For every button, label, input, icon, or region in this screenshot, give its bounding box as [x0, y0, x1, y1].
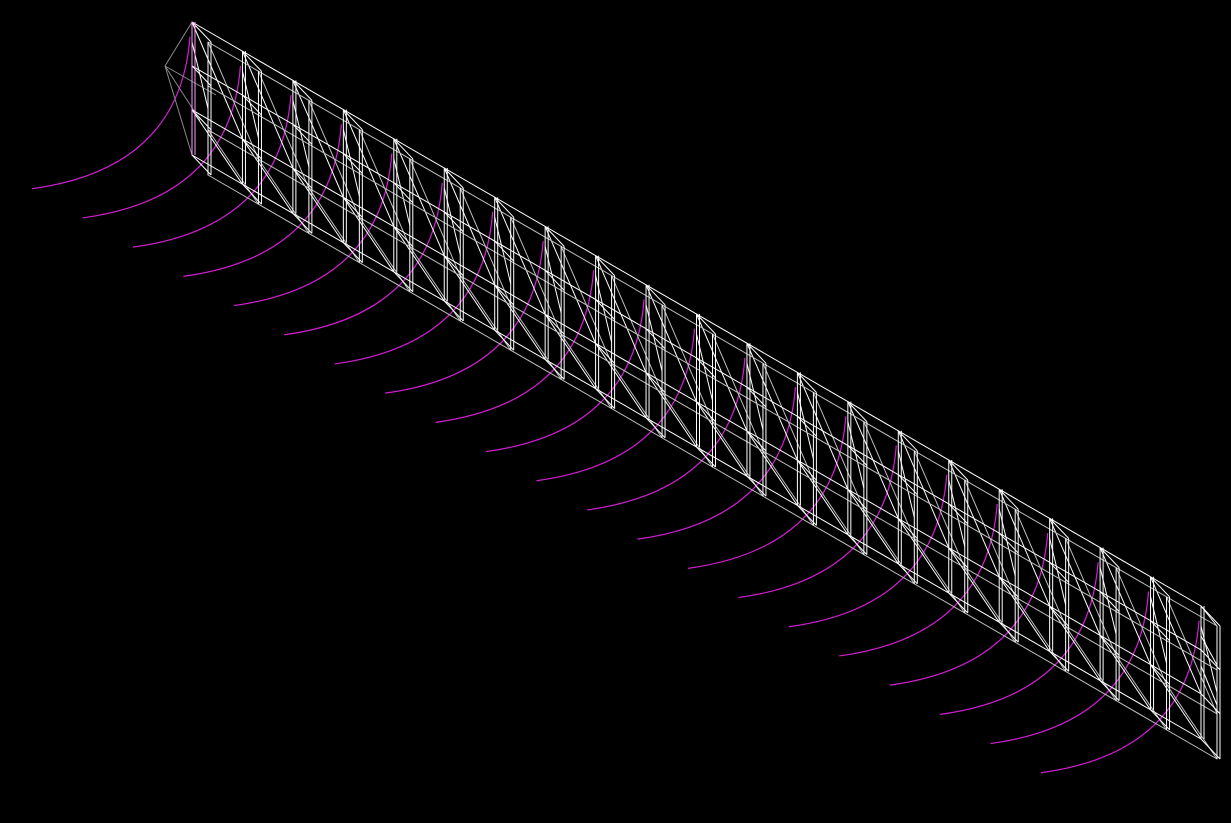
rail-layer	[191, 21, 1218, 760]
bay-brace-lower-12	[796, 459, 849, 535]
bay-brace-lower-3	[342, 197, 395, 273]
bay-brace-lower-10	[696, 401, 748, 477]
cable-3	[183, 124, 342, 277]
cable-13	[687, 416, 847, 569]
cable-16	[839, 503, 998, 657]
cable-7	[385, 241, 544, 394]
cable-12	[637, 387, 796, 540]
cable-layer	[31, 36, 1200, 774]
bay-brace-lower-4	[393, 226, 445, 302]
bay-brace-lower-15	[948, 547, 1000, 623]
cable-10	[536, 328, 696, 482]
cable-17	[889, 533, 1049, 686]
bay-brace-lower-13	[847, 489, 899, 565]
end-cap-brace-2	[1200, 665, 1218, 706]
end-brace-1	[164, 65, 193, 156]
bay-brace-lower-1	[242, 138, 294, 214]
end-brace-layer	[164, 21, 1218, 706]
cable-18	[940, 562, 1099, 715]
bay-brace-lower-6	[494, 284, 546, 360]
cable-20	[1040, 620, 1200, 774]
cable-2	[132, 95, 292, 248]
end-brace-0	[164, 21, 193, 67]
bay-brace-lower-0	[191, 109, 243, 185]
cable-1	[82, 65, 242, 219]
post-layer	[191, 22, 1221, 759]
cable-19	[990, 591, 1150, 745]
bay-brace-lower-11	[746, 430, 798, 506]
bay-brace-lower-9	[645, 372, 697, 448]
cable-11	[586, 357, 746, 511]
bay-brace-lower-19	[1150, 664, 1202, 740]
bay-brace-lower-2	[292, 167, 344, 243]
cable-15	[788, 474, 948, 628]
bay-brace-lower-7	[544, 313, 597, 389]
bay-brace-lower-5	[443, 255, 496, 331]
cable-8	[435, 270, 595, 423]
bay-brace-lower-16	[998, 576, 1051, 652]
bay-brace-lower-18	[1099, 635, 1151, 711]
bay-brace-lower-14	[897, 518, 950, 594]
cable-6	[334, 211, 494, 365]
cable-9	[485, 299, 645, 453]
transverse-x-0	[191, 41, 209, 109]
cable-4	[233, 153, 393, 307]
cable-0	[31, 36, 191, 190]
bay-brace-lower-17	[1049, 605, 1101, 681]
cable-14	[738, 445, 897, 599]
bay-brace-lower-8	[595, 343, 647, 419]
cable-5	[284, 182, 443, 336]
